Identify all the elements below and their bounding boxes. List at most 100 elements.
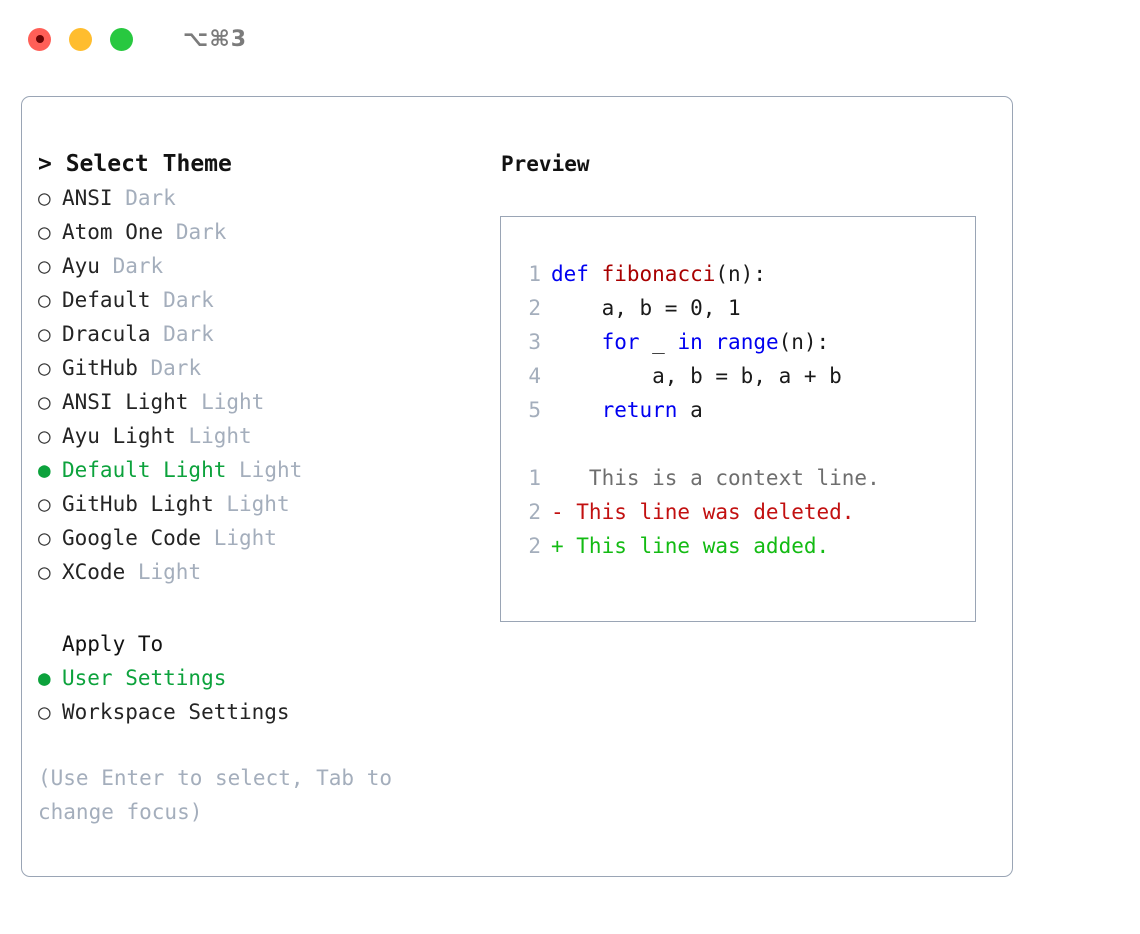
line-number: 5 (528, 398, 541, 422)
title-bar: ⌥⌘3 (0, 0, 1140, 78)
code-token-kw: for (601, 330, 640, 354)
code-token-plain: a, b = b, a + b (551, 364, 842, 388)
theme-option-label: Atom One (62, 220, 164, 244)
zoom-button[interactable] (110, 27, 133, 51)
code-token-kw: range (715, 330, 779, 354)
diff-line: 2 + This line was added. (513, 529, 975, 563)
theme-option-label: Dracula (62, 322, 151, 346)
apply-to-title: Apply To (62, 632, 164, 656)
code-token-plain: a, b = 0, 1 (551, 296, 741, 320)
code-line-text: def fibonacci(n): (551, 257, 766, 291)
theme-option-label: GitHub (62, 356, 138, 380)
theme-option-label: Default Light (62, 458, 227, 482)
traffic-light-buttons (28, 27, 133, 51)
code-token-plain: (n): (778, 330, 830, 354)
diff-sample: 1 This is a context line. 2 - This line wa… (513, 461, 975, 563)
theme-option-ayu-light[interactable]: ○Ayu Light Light (38, 419, 500, 453)
code-line: 4 a, b = b, a + b (513, 359, 975, 393)
theme-option-tag: Dark (125, 186, 176, 210)
theme-option-tag: Light (137, 560, 202, 584)
theme-option-default-light[interactable]: ●Default Light Light (38, 453, 500, 487)
theme-option-default[interactable]: ○ Default Dark (38, 283, 500, 317)
code-line: 1 def fibonacci(n): (513, 257, 975, 291)
theme-option-label: Ayu (62, 254, 100, 278)
apply-to-option-label: Workspace Settings (62, 700, 290, 724)
theme-option-atom-one[interactable]: ○Atom One Dark (38, 215, 500, 249)
radio-unselected-icon: ○ (38, 390, 51, 414)
diff-line-text-add: + This line was added. (551, 534, 830, 558)
diff-line-text-del: - This line was deleted. (551, 500, 855, 524)
diff-line: 1 This is a context line. (513, 461, 975, 495)
theme-option-label: ANSI (62, 186, 113, 210)
theme-list: ○ANSI Dark○Atom One Dark○Ayu Dark○Defaul… (38, 181, 500, 589)
radio-selected-icon: ● (38, 666, 51, 690)
code-line: 3 for _ in range(n): (513, 325, 975, 359)
line-number: 1 (528, 466, 541, 490)
apply-to-list: ● User Settings ○Workspace Settings (38, 661, 500, 729)
code-token-kw: in (677, 330, 703, 354)
theme-option-tag: Dark (163, 288, 214, 312)
theme-option-tag: Light (213, 526, 277, 550)
theme-option-dracula[interactable]: ○ Dracula Dark (38, 317, 500, 351)
theme-option-tag: Dark (175, 220, 227, 244)
keyboard-shortcut-label: ⌥⌘3 (183, 26, 248, 52)
radio-unselected-icon: ○ (38, 492, 51, 516)
line-number: 3 (528, 330, 541, 354)
minimize-button[interactable] (69, 27, 92, 51)
theme-option-github-light[interactable]: ○GitHub Light Light (38, 487, 500, 521)
code-token-plain (589, 262, 602, 286)
page-title: > Select Theme (38, 151, 232, 177)
radio-unselected-icon: ○ (38, 186, 51, 210)
theme-option-tag: Light (188, 424, 252, 448)
close-button[interactable] (28, 27, 51, 51)
theme-option-github[interactable]: ○ GitHub Dark (38, 351, 500, 385)
preview-column: Preview 1 def fibonacci(n): 2 a, b = 0, 1 3… (500, 97, 1012, 876)
theme-option-label: Google Code (62, 526, 202, 550)
apply-to-option-user-settings[interactable]: ● User Settings (38, 661, 500, 695)
diff-line-text-ctx: This is a context line. (551, 466, 880, 490)
theme-option-label: Default (62, 288, 151, 312)
theme-option-xcode[interactable]: ○ XCode Light (38, 555, 500, 589)
radio-unselected-icon: ○ (38, 560, 51, 584)
code-line-text: a, b = 0, 1 (551, 291, 741, 325)
radio-unselected-icon: ○ (38, 288, 51, 312)
theme-option-ansi[interactable]: ○ ANSI Dark (38, 181, 500, 215)
line-number: 2 (528, 534, 541, 558)
theme-option-ayu[interactable]: ○Ayu Dark (38, 249, 500, 283)
theme-option-label: ANSI Light (62, 390, 189, 414)
theme-option-tag: Dark (163, 322, 214, 346)
preview-title: Preview (501, 152, 590, 176)
theme-picker-column: > Select Theme ○ANSI Dark○Atom One Dark○… (22, 97, 500, 876)
apply-to-option-label: User Settings (62, 666, 227, 690)
theme-option-tag: Dark (150, 356, 202, 380)
keyboard-hint: (Use Enter to select, Tab to change focu… (38, 766, 405, 824)
code-line: 5 return a (513, 393, 975, 427)
apply-to-option-workspace-settings[interactable]: ○Workspace Settings (38, 695, 500, 729)
code-token-plain: _ (639, 330, 678, 354)
theme-option-tag: Light (226, 492, 290, 516)
code-token-plain (551, 398, 602, 422)
theme-option-ansi-light[interactable]: ○ ANSI Light Light (38, 385, 500, 419)
code-token-kw: def (551, 262, 589, 286)
theme-option-label: XCode (62, 560, 126, 584)
code-token-plain: a (677, 398, 703, 422)
line-number: 4 (528, 364, 541, 388)
radio-unselected-icon: ○ (38, 526, 51, 550)
preview-box: 1 def fibonacci(n): 2 a, b = 0, 1 3 for _ i… (500, 216, 976, 622)
theme-option-tag: Light (201, 390, 265, 414)
code-line-text: for _ in range(n): (551, 325, 830, 359)
radio-unselected-icon: ○ (38, 322, 51, 346)
theme-option-label: Ayu Light (62, 424, 176, 448)
line-number: 2 (528, 500, 541, 524)
main-panel: > Select Theme ○ANSI Dark○Atom One Dark○… (21, 96, 1013, 877)
code-token-plain (703, 330, 716, 354)
radio-unselected-icon: ○ (38, 356, 51, 380)
code-token-plain (551, 330, 602, 354)
radio-selected-icon: ● (38, 458, 51, 482)
code-token-kw: return (601, 398, 678, 422)
line-number: 1 (528, 262, 541, 286)
code-token-plain: (n): (715, 262, 766, 286)
theme-option-google-code[interactable]: ○ Google Code Light (38, 521, 500, 555)
